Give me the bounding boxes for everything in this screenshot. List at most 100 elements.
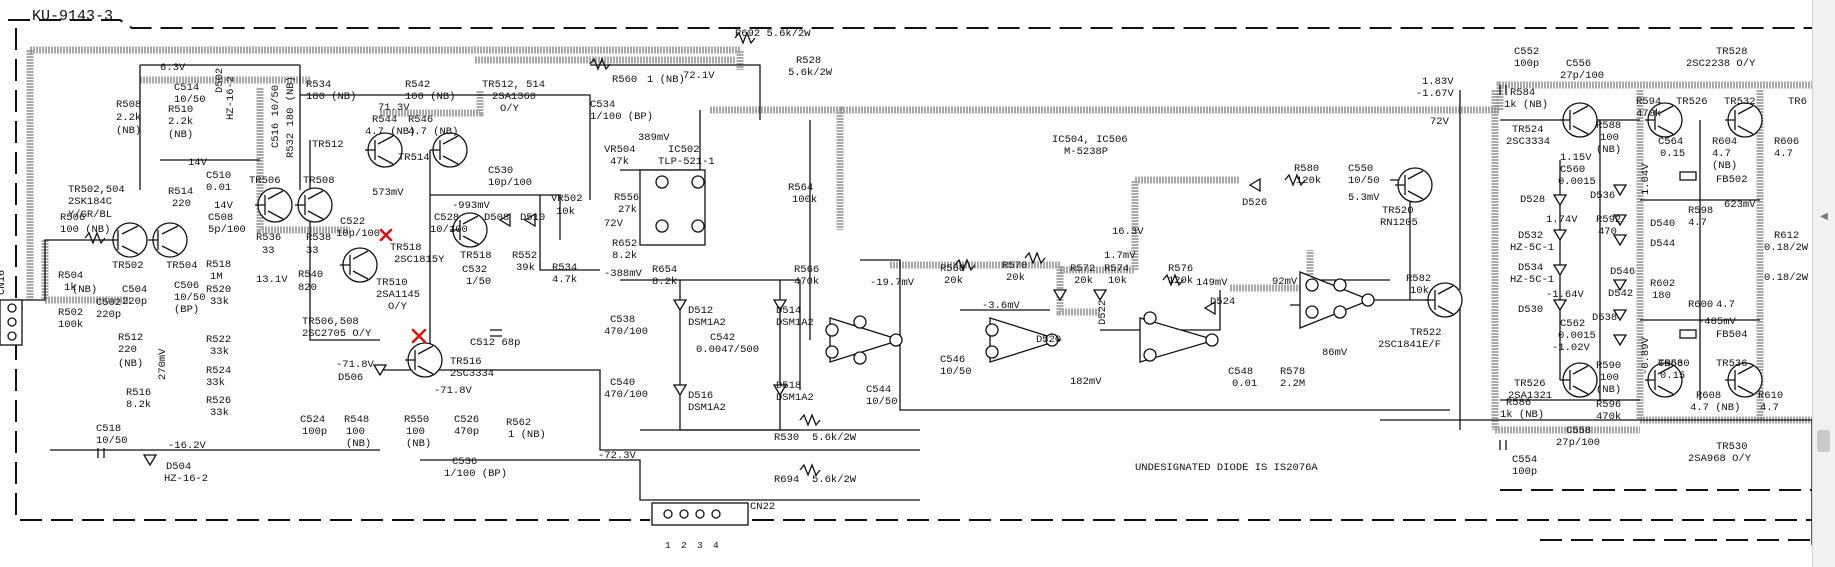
- label-d536: D536: [1590, 190, 1615, 202]
- label-r610v: 4.7: [1760, 402, 1779, 414]
- label-r512: R512: [118, 332, 143, 344]
- label-r504v: 1k: [64, 282, 77, 294]
- transistor-tr532: [1725, 102, 1763, 138]
- label-r514: R514: [168, 186, 193, 198]
- label-c506bp: (BP): [174, 304, 199, 316]
- label-tr512-514t: 2SA1360: [492, 91, 536, 103]
- diode-d524: [1203, 300, 1216, 316]
- label-r560v: 1 (NB): [647, 74, 685, 86]
- label-d540: D540: [1650, 218, 1675, 230]
- label-tr502-504: TR502,504: [68, 184, 125, 196]
- label-c558v: 27p/100: [1556, 437, 1600, 449]
- label-tr516t: 2SC3334: [450, 368, 494, 380]
- label-r528v: 5.6k/2W: [788, 67, 833, 79]
- label-tr512-514: TR512, 514: [482, 79, 545, 91]
- transistor-tr508: [295, 187, 333, 223]
- label-c522v: 10p/100: [336, 228, 380, 240]
- label-r574: R574: [1104, 263, 1129, 275]
- cn22-pin: [711, 509, 721, 519]
- label-d530: D530: [1518, 304, 1543, 316]
- label-tr530t: 2SA968 O/Y: [1688, 453, 1752, 465]
- label-c506: C506: [174, 280, 199, 292]
- label-ic504t: M-5238P: [1064, 146, 1108, 158]
- label-c518: C518: [96, 423, 121, 435]
- label-r502v: 100k: [58, 319, 83, 331]
- label-c524v: 100p: [302, 426, 327, 438]
- wire-993: [430, 194, 561, 240]
- label-r524v: 33k: [206, 377, 225, 389]
- label-tr520t: RN1205: [1380, 217, 1418, 229]
- label-r556v: 27k: [618, 204, 637, 216]
- label-r576: R576: [1168, 263, 1193, 275]
- label-fb502: FB502: [1716, 174, 1748, 186]
- label-v72a: 72V: [604, 218, 624, 230]
- label-d518: D518: [776, 380, 801, 392]
- vertical-scrollbar[interactable]: ◀: [1812, 0, 1835, 567]
- label-c552: C552: [1514, 46, 1539, 58]
- label-r586: R586: [1506, 397, 1531, 409]
- diode-d506: [372, 364, 388, 377]
- board-outline-left: [15, 28, 650, 521]
- label-r536: R536: [256, 232, 281, 244]
- rail-center: [710, 106, 844, 230]
- ic502-pin-2: [691, 219, 705, 233]
- rail-opamp2: [1060, 176, 1240, 274]
- cn16-pin: [7, 331, 17, 341]
- resistor-r530: [799, 413, 821, 427]
- label-r590: R590: [1596, 360, 1621, 372]
- label-c538: C538: [610, 314, 635, 326]
- scrollbar-thumb[interactable]: [1817, 430, 1830, 452]
- label-c528: C528: [434, 212, 459, 224]
- label-r502: R502: [58, 307, 83, 319]
- cn16-label: CN16: [0, 270, 8, 295]
- chevron-left-icon[interactable]: ◀: [1820, 211, 1828, 222]
- label-c562: C562: [1560, 318, 1585, 330]
- label-r588nb: (NB): [1596, 144, 1621, 156]
- label-v089: -0.89V: [1640, 336, 1652, 375]
- label-v167: -1.67V: [1416, 88, 1455, 100]
- label-c564: C564: [1658, 136, 1683, 148]
- transistor-tr512: [365, 132, 403, 168]
- label-r542: R542: [405, 79, 430, 91]
- label-v270: 270mV: [157, 348, 169, 380]
- cn22-pin-number: 4: [713, 540, 719, 551]
- cn22-pin: [695, 509, 705, 519]
- label-r534bv: 4.7k: [552, 274, 577, 286]
- cn22-pin-number: 1: [665, 540, 671, 551]
- label-r580v: 120k: [1296, 175, 1321, 187]
- label-r610: R610: [1758, 390, 1783, 402]
- label-r506v: 100 (NB): [60, 224, 110, 236]
- label-c536: C536: [452, 456, 477, 468]
- label-r552v: 39k: [516, 262, 535, 274]
- label-v197: -19.7mV: [870, 277, 915, 289]
- label-d504: D504: [166, 461, 191, 473]
- label-r564: R564: [788, 182, 813, 194]
- rail-opamp3: [1230, 250, 1314, 292]
- diode-d532: [1552, 229, 1568, 242]
- label-r522: R522: [206, 334, 231, 346]
- label-c558: C558: [1566, 425, 1591, 437]
- label-c552v: 100p: [1514, 58, 1539, 70]
- label-r522v: 33k: [210, 346, 229, 358]
- label-r524: R524: [206, 365, 231, 377]
- resistor-r692: [734, 31, 756, 45]
- label-vr504v: 47k: [610, 156, 629, 168]
- label-v86: 86mV: [1322, 347, 1348, 359]
- label-c548: C548: [1228, 366, 1253, 378]
- label-v485: -485mV: [1698, 316, 1737, 328]
- ferrite-bead-fb504: [1679, 329, 1697, 339]
- diode-d510: [523, 212, 536, 228]
- label-d508: D508: [484, 212, 509, 224]
- label-c560: C560: [1560, 164, 1585, 176]
- label-c542v: 0.0047/500: [696, 344, 759, 356]
- label-v131: 13.1V: [256, 274, 288, 286]
- label-r546v: 4.7 (NB): [408, 126, 458, 138]
- label-r568v: 20k: [944, 275, 963, 287]
- label-d522: D522: [1097, 300, 1109, 325]
- label-v164: -1.64V: [1546, 289, 1585, 301]
- rail-top: [30, 46, 744, 70]
- label-r570v: 20k: [1006, 272, 1025, 284]
- label-d534: D534: [1518, 262, 1543, 274]
- diode-d518: [772, 384, 788, 397]
